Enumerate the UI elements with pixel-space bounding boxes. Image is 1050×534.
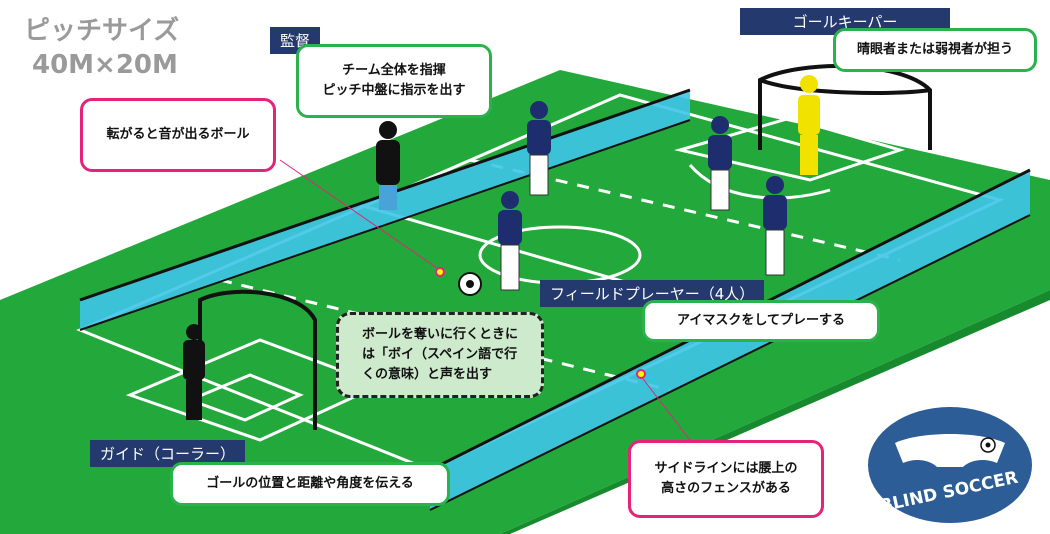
voy-callout: ボールを奪いに行くときに は「ボイ（スペイン語で行 くの意味）と声を出す (336, 312, 544, 398)
guide-callout: ゴールの位置と距離や角度を伝える (170, 462, 450, 506)
player-figure (527, 101, 551, 196)
player-figure (763, 176, 787, 276)
pitch-size-value: 40M×20M (32, 50, 178, 80)
near-goal (198, 289, 317, 430)
director-callout-text: チーム全体を指揮 ピッチ中盤に指示を出す (322, 63, 466, 98)
fence-callout-text: サイドラインには腰上の 高さのフェンスがある (654, 461, 798, 496)
eye-mask-icon (895, 434, 1005, 467)
pointer-lines (279, 159, 691, 441)
player-figure (708, 116, 732, 211)
player-figure (498, 191, 522, 291)
field-players-callout: アイマスクをしてプレーする (642, 300, 880, 342)
field-players-callout-text: アイマスクをしてプレーする (677, 313, 845, 328)
goalkeeper-callout-text: 晴眼者または弱視者が担う (856, 42, 1013, 57)
ball-pointer-dot (435, 267, 445, 277)
fence-callout: サイドラインには腰上の 高さのフェンスがある (628, 440, 824, 518)
ball (458, 272, 482, 296)
pitch-size-title: ピッチサイズ 40M×20M (24, 14, 179, 82)
fence-pointer-dot (636, 369, 646, 379)
goalkeeper-callout: 晴眼者または弱視者が担う (833, 28, 1037, 72)
ball-callout: 転がると音が出るボール (80, 98, 276, 172)
voy-callout-text: ボールを奪いに行くときに は「ボイ（スペイン語で行 くの意味）と声を出す (361, 327, 518, 382)
pitch-size-label: ピッチサイズ (24, 16, 180, 46)
director-callout: チーム全体を指揮 ピッチ中盤に指示を出す (296, 44, 492, 118)
ball-callout-text: 転がると音が出るボール (106, 127, 250, 142)
goalkeeper-figure (798, 75, 820, 175)
guide-callout-text: ゴールの位置と距離や角度を伝える (206, 476, 414, 491)
pitch-surface (0, 70, 1050, 534)
blind-soccer-logo: BLIND SOCCER (868, 407, 1032, 523)
director-figure (376, 121, 400, 210)
guide-tag: ガイド（コーラー） (90, 440, 246, 467)
guide-figure (183, 324, 205, 420)
